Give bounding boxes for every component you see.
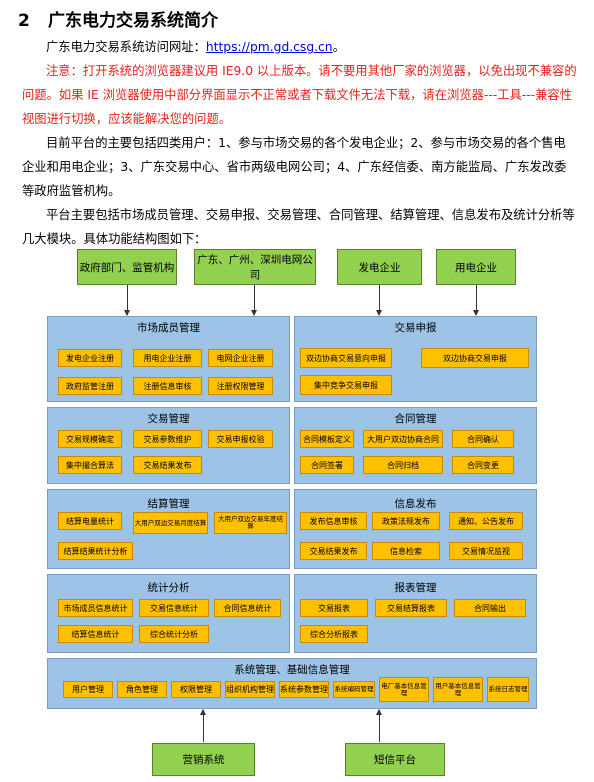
module-item: 系统参数管理	[279, 681, 329, 698]
module-item: 交易报表	[300, 599, 368, 617]
user-box-government: 政府部门、监管机构	[77, 249, 177, 285]
panel-title: 系统管理、基础信息管理	[234, 664, 350, 676]
module-item: 结算信息统计	[58, 625, 133, 643]
module-item: 交易信息统计	[139, 599, 209, 617]
arrow-down	[376, 285, 382, 316]
panel-title: 交易申报	[394, 322, 437, 334]
module-item: 双边协商交易意向申报	[300, 348, 392, 368]
module-item: 大用户双边交易月度结算	[133, 512, 208, 534]
module-item: 交易参数维护	[133, 430, 202, 448]
module-item: 双边协商交易申报	[421, 348, 529, 368]
module-item: 电网企业注册	[208, 349, 273, 367]
module-item: 大用户双边交易年度结算	[214, 512, 287, 534]
panel-title: 交易管理	[147, 413, 190, 425]
module-item: 集中撮合算法	[58, 456, 122, 474]
module-item: 合同信息统计	[214, 599, 281, 617]
module-item: 注册权限管理	[208, 377, 273, 395]
module-item: 用电企业注册	[133, 349, 202, 367]
module-item: 合同确认	[452, 430, 514, 448]
module-item: 信息检索	[372, 542, 440, 560]
panel-statistics: 统计分析 市场成员信息统计 交易信息统计 合同信息统计 结算信息统计 综合统计分…	[47, 574, 290, 653]
module-item: 结算结果统计分析	[58, 542, 133, 560]
external-system-sms: 短信平台	[345, 743, 445, 776]
module-item: 通知、公告发布	[449, 512, 523, 530]
intro-prefix: 广东电力交易系统访问网址：	[46, 40, 206, 54]
intro-paragraph: 广东电力交易系统访问网址：https://pm.gd.csg.cn。	[22, 35, 577, 59]
module-item: 交易规模确定	[58, 430, 122, 448]
system-url-link[interactable]: https://pm.gd.csg.cn	[205, 40, 333, 54]
module-item: 合同变更	[452, 456, 514, 474]
user-box-consumers: 用电企业	[436, 249, 516, 285]
module-item: 大用户双边协商合同	[363, 430, 443, 448]
module-item: 权限管理	[171, 681, 221, 698]
arrow-up	[200, 709, 206, 742]
module-item: 发电企业注册	[58, 349, 122, 367]
module-item: 合同签署	[300, 456, 354, 474]
module-item: 合同归档	[363, 456, 443, 474]
users-paragraph: 目前平台的主要包括四类用户：1、参与市场交易的各个发电企业；2、参与市场交易的各…	[22, 136, 567, 198]
panel-settlement-management: 结算管理 结算电量统计 大用户双边交易月度结算 大用户双边交易年度结算 结算结果…	[47, 489, 290, 569]
module-item: 电厂基本信息管理	[379, 677, 429, 702]
panel-title: 统计分析	[147, 582, 190, 594]
module-item: 用户管理	[63, 681, 113, 698]
panel-title: 市场成员管理	[137, 322, 200, 334]
module-item: 系统编码管理	[333, 681, 375, 698]
arrow-up	[376, 709, 382, 742]
module-item: 发布信息审核	[300, 512, 367, 530]
module-item: 用户基本信息管理	[433, 677, 483, 702]
module-item: 合同输出	[454, 599, 526, 617]
panel-system-management: 系统管理、基础信息管理 用户管理 角色管理 权限管理 组织机构管理 系统参数管理…	[47, 658, 537, 709]
module-item: 政府监管注册	[58, 377, 122, 395]
module-item: 交易申报校验	[208, 430, 273, 448]
module-item: 注册信息审核	[133, 377, 202, 395]
panel-trade-declaration: 交易申报 双边协商交易意向申报 双边协商交易申报 集中竞争交易申报	[294, 316, 537, 402]
external-system-marketing: 营销系统	[152, 743, 255, 776]
module-item: 政策法规发布	[372, 512, 440, 530]
module-item: 综合分析报表	[300, 625, 368, 643]
user-box-generation: 发电企业	[337, 249, 422, 285]
notice-paragraph: 注意：打开系统的浏览器建议用 IE9.0 以上版本。请不要用其他厂家的浏览器，以…	[22, 64, 577, 126]
module-item: 角色管理	[117, 681, 167, 698]
user-box-grid-companies: 广东、广州、深圳电网公司	[194, 249, 316, 285]
module-item: 交易结算报表	[375, 599, 447, 617]
modules-paragraph: 平台主要包括市场成员管理、交易申报、交易管理、合同管理、结算管理、信息发布及统计…	[22, 208, 575, 246]
panel-report-management: 报表管理 交易报表 交易结算报表 合同输出 综合分析报表	[294, 574, 537, 653]
panel-title: 结算管理	[147, 498, 190, 510]
module-item: 市场成员信息统计	[58, 599, 133, 617]
module-item: 集中竞争交易申报	[300, 375, 392, 395]
module-item: 交易结果发布	[300, 542, 367, 560]
section-heading: 2 广东电力交易系统简介	[18, 6, 218, 31]
module-item: 综合统计分析	[139, 625, 209, 643]
intro-suffix: 。	[332, 40, 345, 54]
arrow-down	[473, 285, 479, 316]
module-item: 合同模板定义	[300, 430, 354, 448]
section-number: 2	[18, 11, 30, 31]
module-item: 系统日志管理	[487, 677, 529, 702]
panel-market-members: 市场成员管理 发电企业注册 用电企业注册 电网企业注册 政府监管注册 注册信息审…	[47, 316, 290, 402]
panel-info-publishing: 信息发布 发布信息审核 政策法规发布 通知、公告发布 交易结果发布 信息检索 交…	[294, 489, 537, 569]
module-item: 组织机构管理	[225, 681, 275, 698]
panel-title: 报表管理	[394, 582, 437, 594]
arrow-down	[251, 285, 257, 316]
module-item: 结算电量统计	[58, 512, 122, 530]
arrow-down	[124, 285, 130, 316]
module-item: 交易情况监视	[449, 542, 523, 560]
panel-title: 信息发布	[394, 498, 437, 510]
section-title: 广东电力交易系统简介	[48, 11, 218, 31]
panel-contract-management: 合同管理 合同模板定义 大用户双边协商合同 合同确认 合同签署 合同归档 合同变…	[294, 407, 537, 484]
panel-trade-management: 交易管理 交易规模确定 交易参数维护 交易申报校验 集中撮合算法 交易结果发布	[47, 407, 290, 484]
module-item: 交易结果发布	[133, 456, 202, 474]
panel-title: 合同管理	[394, 413, 437, 425]
